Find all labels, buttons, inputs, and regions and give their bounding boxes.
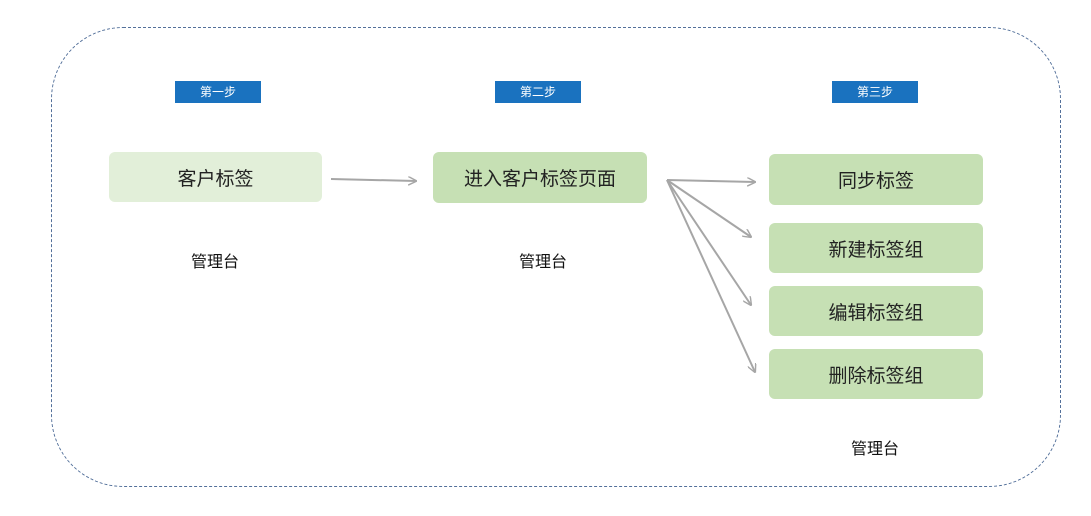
node-edit-tag-group: 编辑标签组: [769, 286, 983, 336]
step-3-caption: 管理台: [850, 439, 899, 458]
arrow-to-new-tag-group: [666, 179, 751, 237]
arrow-step1-to-step2: [330, 179, 416, 181]
arrow-to-delete-tag-group: [666, 179, 755, 372]
node-customer-tags: 客户标签: [109, 152, 322, 202]
step-2-label: 第二步: [495, 81, 581, 103]
arrow-to-sync-tags: [666, 180, 755, 182]
step-3-label: 第三步: [832, 81, 918, 103]
node-sync-tags: 同步标签: [769, 154, 983, 205]
diagram-frame: [51, 27, 1061, 487]
node-enter-customer-tags-page: 进入客户标签页面: [433, 152, 647, 203]
step-2-caption: 管理台: [518, 252, 567, 271]
node-delete-tag-group: 删除标签组: [769, 349, 983, 399]
node-new-tag-group: 新建标签组: [769, 223, 983, 273]
step-1-caption: 管理台: [190, 252, 239, 271]
arrow-to-edit-tag-group: [666, 179, 751, 305]
step-1-label: 第一步: [175, 81, 261, 103]
